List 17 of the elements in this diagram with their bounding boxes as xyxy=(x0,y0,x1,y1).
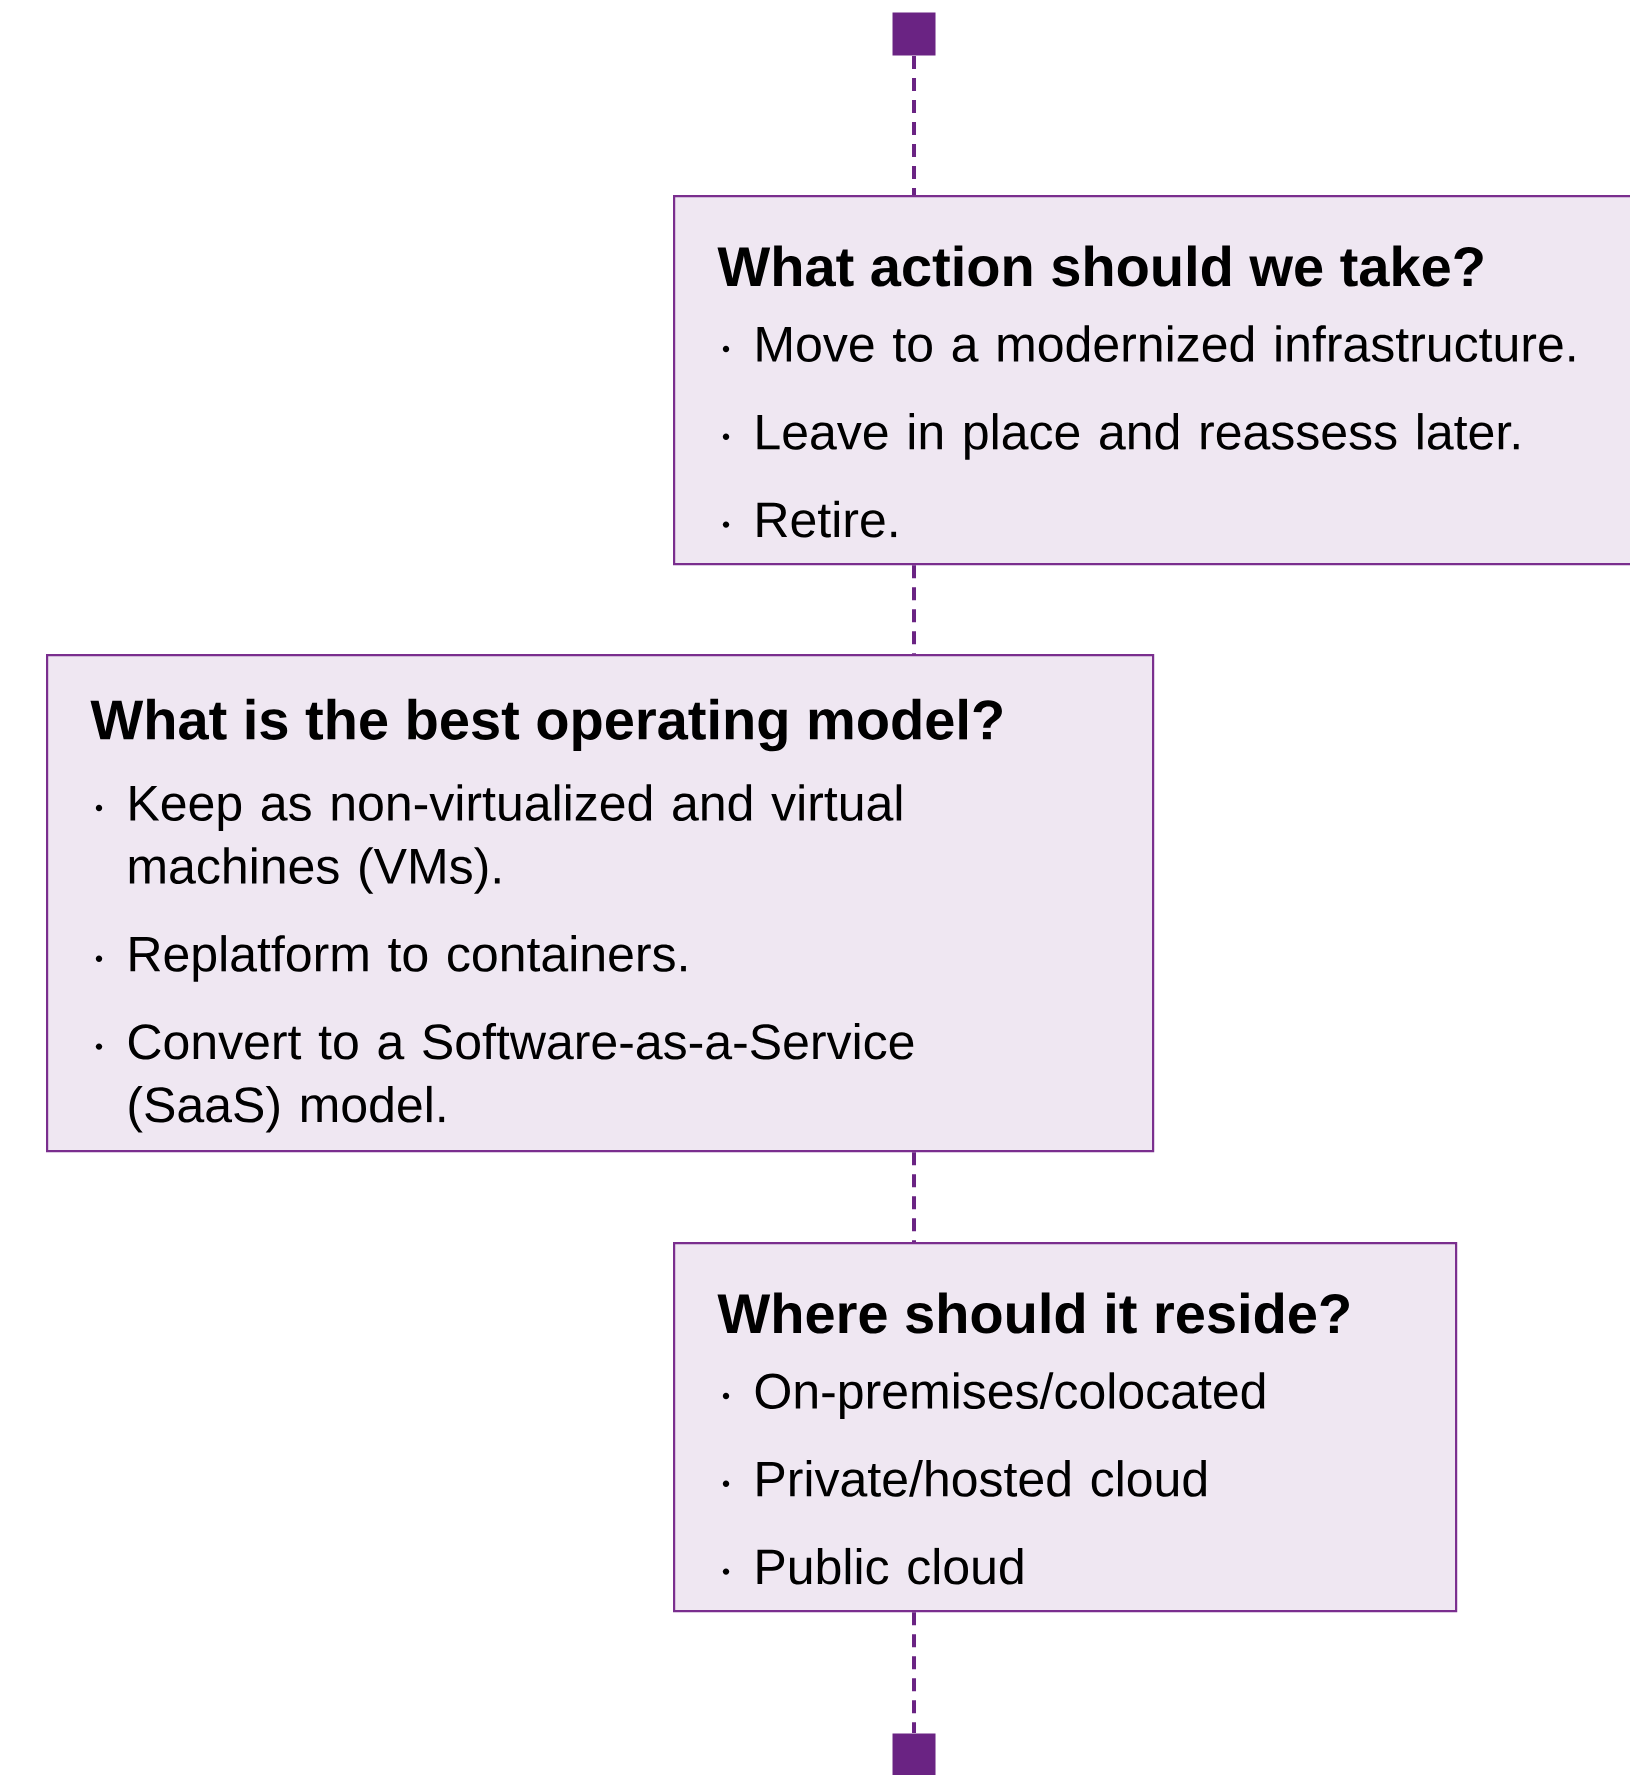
bullet-item: Keep as non-virtualized and virtual machines (VMs). xyxy=(95,784,902,894)
bullet-item: Retire. xyxy=(722,500,897,538)
box-heading: What is the best operating model? xyxy=(90,698,1002,752)
bullet-item: Leave in place and reassess later. xyxy=(722,413,1519,460)
box-heading: Where should it reside? xyxy=(717,1292,1349,1334)
bullet-item: Convert to a Software-as-a-Service (SaaS) model. xyxy=(95,1022,914,1133)
bullet-item: Public cloud xyxy=(722,1547,1023,1585)
bullet-item: Move to a modernized infrastructure. xyxy=(722,325,1575,362)
bullet-item: Private/hosted cloud xyxy=(722,1460,1206,1497)
dashed-connector xyxy=(912,1152,916,1242)
dashed-connector xyxy=(912,1612,916,1734)
bullet-item: On-premises/colocated xyxy=(722,1372,1265,1419)
dashed-connector xyxy=(912,565,916,654)
square-marker xyxy=(892,12,936,56)
dashed-connector xyxy=(912,55,916,195)
box-heading: What action should we take? xyxy=(717,245,1483,287)
bullet-item: Replatform to containers. xyxy=(95,935,686,982)
